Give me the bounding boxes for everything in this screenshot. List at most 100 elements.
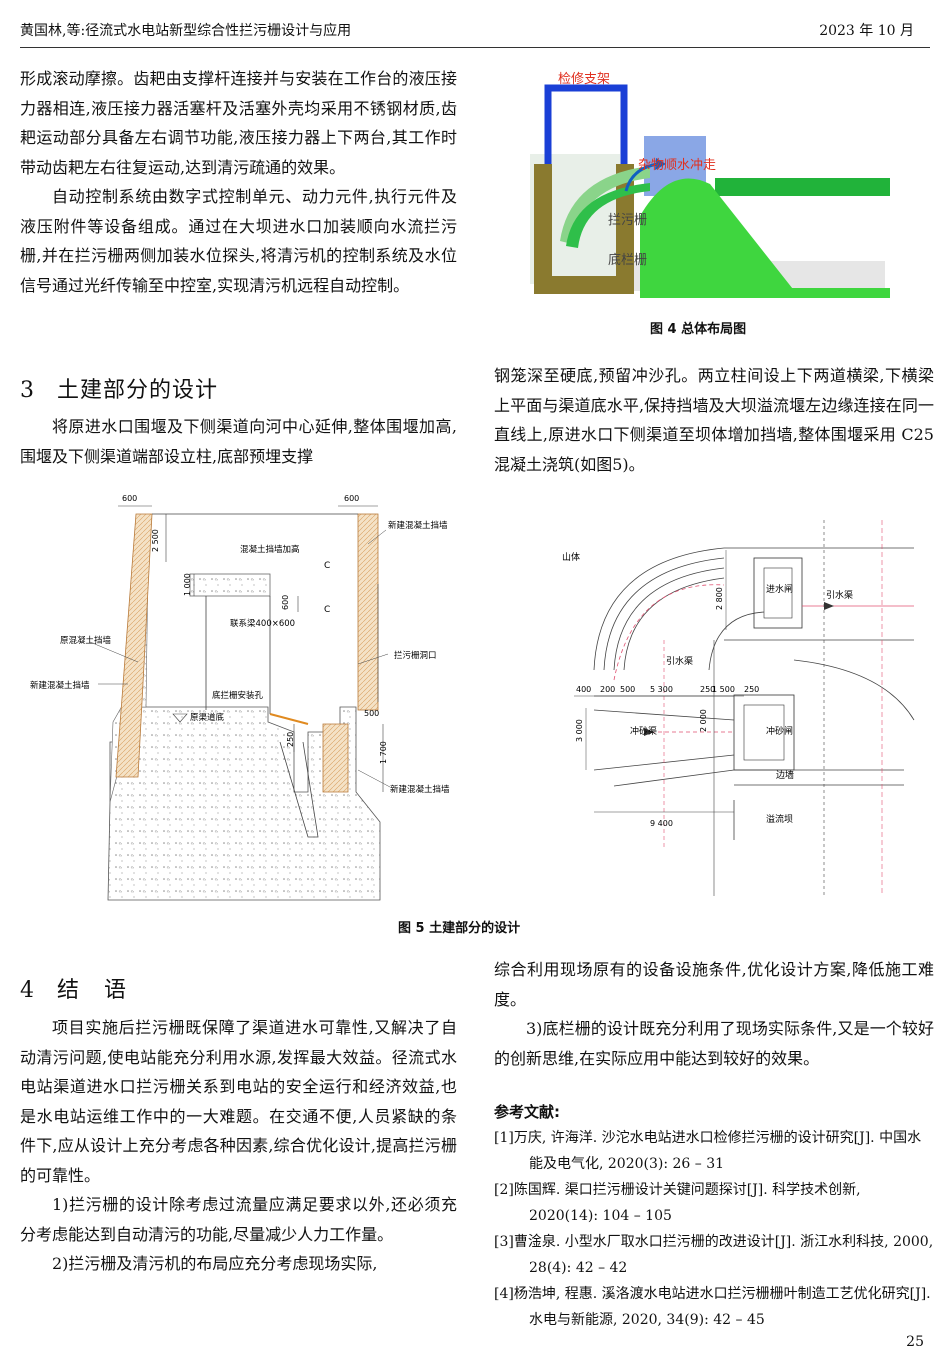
connecting-beam bbox=[189, 573, 271, 597]
dim-label: 1 500 bbox=[712, 685, 735, 694]
label-spillway-dam: 溢流坝 bbox=[766, 813, 793, 825]
dam-body bbox=[640, 178, 800, 298]
repair-frame bbox=[544, 84, 628, 166]
label-channel-bottom: 原渠道底 bbox=[190, 712, 225, 723]
new-wall-right bbox=[357, 513, 379, 711]
left-column-top: 形成滚动摩擦。齿耙由支撑杆连接并与安装在工作台的液压接力器相连,液压接力器活塞杆… bbox=[20, 64, 457, 300]
left-wall bbox=[534, 164, 552, 294]
label-sand-gate: 冲砂闸 bbox=[766, 725, 793, 737]
dim-label: 2 800 bbox=[715, 587, 724, 610]
label-bottom-rack-hole: 底拦栅安装孔 bbox=[212, 690, 264, 701]
dim-label: 200 bbox=[600, 685, 615, 694]
curve bbox=[708, 611, 765, 671]
new-wall-left bbox=[115, 513, 153, 778]
label-new-wall: 新建混凝土挡墙 bbox=[390, 784, 450, 795]
paragraph: 3)底栏栅的设计既充分利用了现场实际条件,又是一个较好的创新思维,在实际应用中能… bbox=[494, 1019, 934, 1068]
dam-base bbox=[640, 288, 890, 298]
label-original-wall: 原混凝土挡墙 bbox=[60, 635, 112, 646]
figure-5-section-drawing: 600 600 2 500 1 000 600 500 250 1 700 混凝… bbox=[30, 494, 450, 901]
dim-label: 250 bbox=[744, 685, 759, 694]
arrow-icon bbox=[644, 728, 654, 736]
dim-label: 250 bbox=[700, 685, 715, 694]
section-3-body-right: 钢笼深至硬底,预留冲沙孔。两立柱间设上下两道横梁,下横梁上平面与渠道底水平,保持… bbox=[494, 361, 934, 479]
section-4-body-left: 项目实施后拦污栅既保障了渠道进水可靠性,又解决了自动清污问题,使电站能充分利用水… bbox=[20, 1013, 457, 1279]
arrow-icon bbox=[824, 602, 834, 610]
reference-item: [1]万庆, 许海洋. 沙沱水电站进水口检修拦污栅的设计研究[J]. 中国水能及… bbox=[494, 1130, 922, 1172]
dam-curve bbox=[793, 659, 915, 721]
curve bbox=[613, 567, 725, 671]
label-headrace: 引水渠 bbox=[826, 589, 853, 601]
dim-label: 500 bbox=[364, 709, 379, 718]
paragraph: 项目实施后拦污栅既保障了渠道进水可靠性,又解决了自动清污问题,使电站能充分利用水… bbox=[20, 1018, 457, 1185]
section-3-body-left: 将原进水口围堰及下侧渠道向河中心延伸,整体围堰加高,围堰及下侧渠道端部设立柱,底… bbox=[20, 412, 457, 471]
channel-band bbox=[715, 178, 890, 196]
label-repair-frame: 检修支架 bbox=[558, 72, 610, 87]
label-trash-rack: 拦污栅 bbox=[608, 213, 647, 228]
new-wall-bottom bbox=[322, 723, 349, 793]
figure-5-caption: 图 5 土建部分的设计 bbox=[398, 921, 521, 936]
label-sand-channel: 冲砂渠 bbox=[630, 725, 657, 737]
label-rack-opening: 拦污栅洞口 bbox=[394, 650, 437, 661]
section-4-body-right: 综合利用现场原有的设备设施条件,优化设计方案,降低施工难度。 3)底栏栅的设计既… bbox=[494, 955, 934, 1073]
paragraph: 形成滚动摩擦。齿耙由支撑杆连接并与安装在工作台的液压接力器相连,液压接力器活塞杆… bbox=[20, 69, 457, 177]
dim-label: 400 bbox=[576, 685, 591, 694]
intake-gate bbox=[753, 557, 803, 629]
label-intake-gate: 进水闸 bbox=[766, 583, 793, 595]
label-beam: 联系梁400×600 bbox=[230, 618, 295, 629]
figure-4-layout-diagram: 检修支架 杂物顺水冲走 拦污栅 底栏栅 bbox=[500, 66, 905, 302]
label-mountain: 山体 bbox=[562, 551, 580, 563]
dim-label: 2 500 bbox=[151, 529, 160, 552]
dim-label: 3 000 bbox=[575, 719, 584, 742]
dim-label: 600 bbox=[122, 494, 137, 503]
reference-item: [2]陈国辉. 渠口拦污栅设计关键问题探讨[J]. 科学技术创新, 2020(1… bbox=[494, 1182, 861, 1224]
label-debris-flow: 杂物顺水冲走 bbox=[638, 158, 716, 173]
green-arc-inner bbox=[566, 183, 650, 248]
paragraph: 2)拦污栅及清污机的布局应充分考虑现场实际, bbox=[52, 1254, 378, 1273]
section-title: 结 语 bbox=[57, 978, 127, 1003]
curve bbox=[623, 577, 725, 671]
dim-label: 2 000 bbox=[699, 709, 708, 732]
running-header-title: 黄国林,等:径流式水电站新型综合性拦污栅设计与应用 bbox=[20, 23, 352, 39]
references-title: 参考文献: bbox=[494, 1103, 560, 1121]
paragraph: 将原进水口围堰及下侧渠道向河中心延伸,整体围堰加高,围堰及下侧渠道端部设立柱,底… bbox=[20, 417, 457, 466]
bottom-rack-hole bbox=[279, 741, 319, 838]
paragraph: 钢笼深至硬底,预留冲沙孔。两立柱间设上下两道横梁,下横梁上平面与渠道底水平,保持… bbox=[494, 366, 934, 474]
dim-label: 600 bbox=[281, 595, 290, 610]
dim-label: 1 000 bbox=[183, 573, 192, 596]
label-new-wall: 新建混凝土挡墙 bbox=[388, 520, 448, 531]
figure-4-caption: 图 4 总体布局图 bbox=[650, 322, 747, 337]
bottom-rack-bar bbox=[269, 713, 309, 725]
section-number: 4 bbox=[20, 978, 35, 1003]
label-bottom-rack: 底栏栅 bbox=[608, 252, 647, 268]
dim-label: 9 400 bbox=[650, 819, 673, 828]
dim-label: 600 bbox=[344, 494, 359, 503]
figure-5-plan-drawing: 山体 进水闸 引水渠 引水渠 冲砂渠 冲砂闸 边墙 溢流坝 2 800 400 … bbox=[562, 520, 915, 896]
section-title: 土建部分的设计 bbox=[57, 378, 219, 403]
paragraph: 综合利用现场原有的设备设施条件,优化设计方案,降低施工难度。 bbox=[494, 960, 934, 1009]
label-new-wall: 新建混凝土挡墙 bbox=[30, 680, 90, 691]
curve bbox=[603, 557, 725, 671]
paragraph: 自动控制系统由数字式控制单元、动力元件,执行元件及液压附件等设备组成。通过在大坝… bbox=[20, 187, 457, 295]
arrow-head-icon bbox=[655, 158, 666, 170]
running-header-date: 2023 年 10 月 bbox=[819, 23, 914, 39]
dim-label: 250 bbox=[286, 732, 295, 747]
channel-bottom-marker-icon bbox=[172, 713, 188, 723]
bottom-wall bbox=[534, 276, 634, 294]
section-4-heading: 4 结 语 bbox=[20, 972, 127, 1004]
references-list: [1]万庆, 许海洋. 沙沱水电站进水口检修拦污栅的设计研究[J]. 中国水能及… bbox=[494, 1126, 934, 1334]
flow-line bbox=[613, 584, 725, 681]
flow-arrow bbox=[624, 162, 659, 192]
reference-item: [4]杨浩坤, 程惠. 溪洛渡水电站进水口拦污栅栅叶制造工艺优化研究[J]. 水… bbox=[494, 1286, 931, 1328]
section-mark: C bbox=[324, 605, 330, 615]
label-headrace: 引水渠 bbox=[666, 655, 693, 667]
dim-label: 500 bbox=[620, 685, 635, 694]
label-side-wall: 边墙 bbox=[776, 769, 794, 781]
label-wall-raise: 混凝土挡墙加高 bbox=[240, 544, 300, 555]
section-mark: C bbox=[324, 561, 330, 571]
page-number: 25 bbox=[906, 1334, 924, 1350]
header-rule bbox=[20, 47, 930, 48]
curve bbox=[593, 547, 725, 671]
reference-item: [3]曹淦泉. 小型水厂取水口拦污栅的改进设计[J]. 浙江水利科技, 2000… bbox=[494, 1234, 934, 1276]
dim-label: 5 300 bbox=[650, 685, 673, 694]
